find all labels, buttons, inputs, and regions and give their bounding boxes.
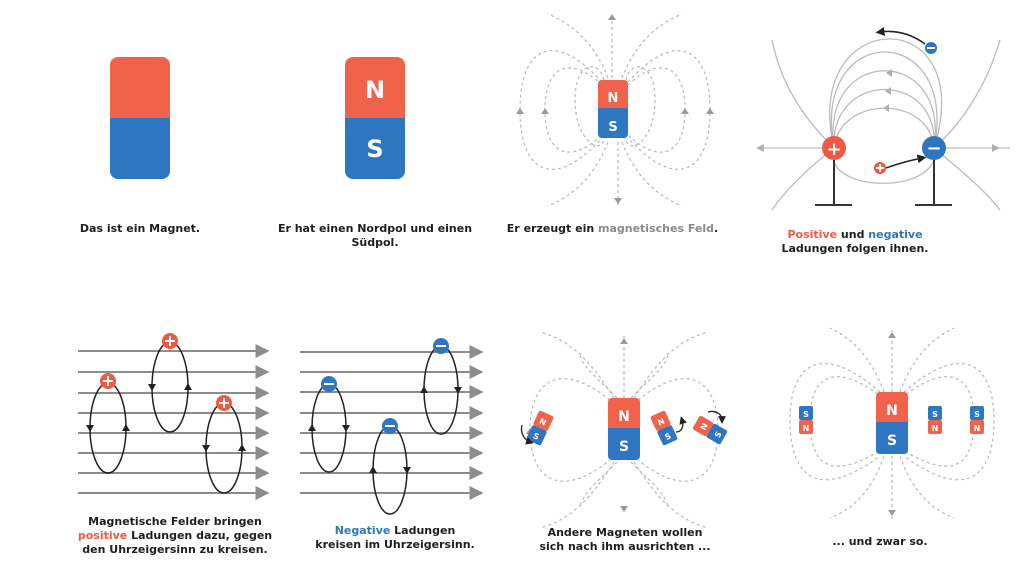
small-magnet-aligned: S N [970,406,984,434]
negative-electrode [922,136,946,160]
panel-magnet-labeled: N S [345,57,405,179]
field-lines [756,38,1010,211]
panel-magnets-align: N S N S N S N S [520,331,728,529]
small-magnet-tilted: N S [650,410,678,446]
svg-text:S: S [531,431,540,442]
north-pole-label: N [886,403,898,419]
svg-text:N: N [538,417,548,428]
svg-text:S: S [974,410,980,419]
charge-trajectory [885,154,927,169]
svg-text:N: N [803,424,810,433]
north-pole-label: N [365,76,385,104]
positive-charge [216,395,232,411]
small-magnet-tilted: N S [692,415,728,445]
positive-charge [100,373,116,389]
small-magnet-tilted: N S [526,410,554,446]
field-arrows [516,14,714,204]
rotation-arrow [675,416,687,433]
charge-trajectory [875,26,926,45]
magnet-north-half [110,57,170,119]
svg-text:N: N [974,424,981,433]
svg-text:S: S [713,430,724,440]
orbit-arrows [86,383,246,452]
south-pole-label: S [887,433,897,449]
svg-text:N: N [699,422,710,432]
positive-electrode [822,136,846,160]
south-pole-label: S [608,120,617,135]
svg-text:N: N [932,424,939,433]
positive-charge [162,333,178,349]
rotation-arrow [520,424,534,445]
negative-charge [382,418,398,434]
panel-negative-circles [300,338,484,515]
caption-panel-6: Negative Ladungen kreisen im Uhrzeigersi… [315,524,475,551]
orbit-arrows [308,386,462,474]
panel-magnet-plain [110,57,170,179]
negative-charge [433,338,449,354]
south-pole-label: S [366,135,383,163]
panel-charges-follow-field: + − [756,26,1010,211]
caption-panel-5: Magnetische Felder bringen positive Ladu… [77,515,273,556]
caption-panel-7: Andere Magneten wollen sich nach ihm aus… [539,526,711,553]
plus-symbol: + [826,139,841,160]
magnet-south-half [110,117,170,179]
panel-magnetic-field: N S [516,12,714,208]
caption-panel-1: Das ist ein Magnet. [79,222,201,235]
minus-symbol: − [926,138,941,159]
negative-charge [321,376,337,392]
north-pole-label: N [608,91,619,106]
small-magnet-aligned: S N [799,406,813,434]
charge-orbits [89,341,243,494]
north-pole-label: N [618,409,630,425]
rotation-arrow [707,410,726,424]
svg-text:S: S [932,410,938,419]
small-magnet-aligned: S N [928,406,942,434]
field-arrows [888,332,896,516]
caption-panel-8: ... und zwar so. [832,535,928,548]
svg-text:S: S [664,431,673,442]
svg-text:S: S [803,410,809,419]
caption-panel-4: Positive und negative Ladungen folgen ih… [781,228,929,255]
caption-panel-3: Er erzeugt ein magnetisches Feld. [506,222,719,235]
caption-panel-2: Er hat einen Nordpol und einen Südpol. [277,222,473,249]
svg-text:N: N [656,417,666,428]
panel-magnets-aligned: N S S N S N S N [789,327,995,520]
field-arrows [883,69,1000,152]
south-pole-label: S [619,439,629,455]
panel-positive-circles [78,333,270,500]
